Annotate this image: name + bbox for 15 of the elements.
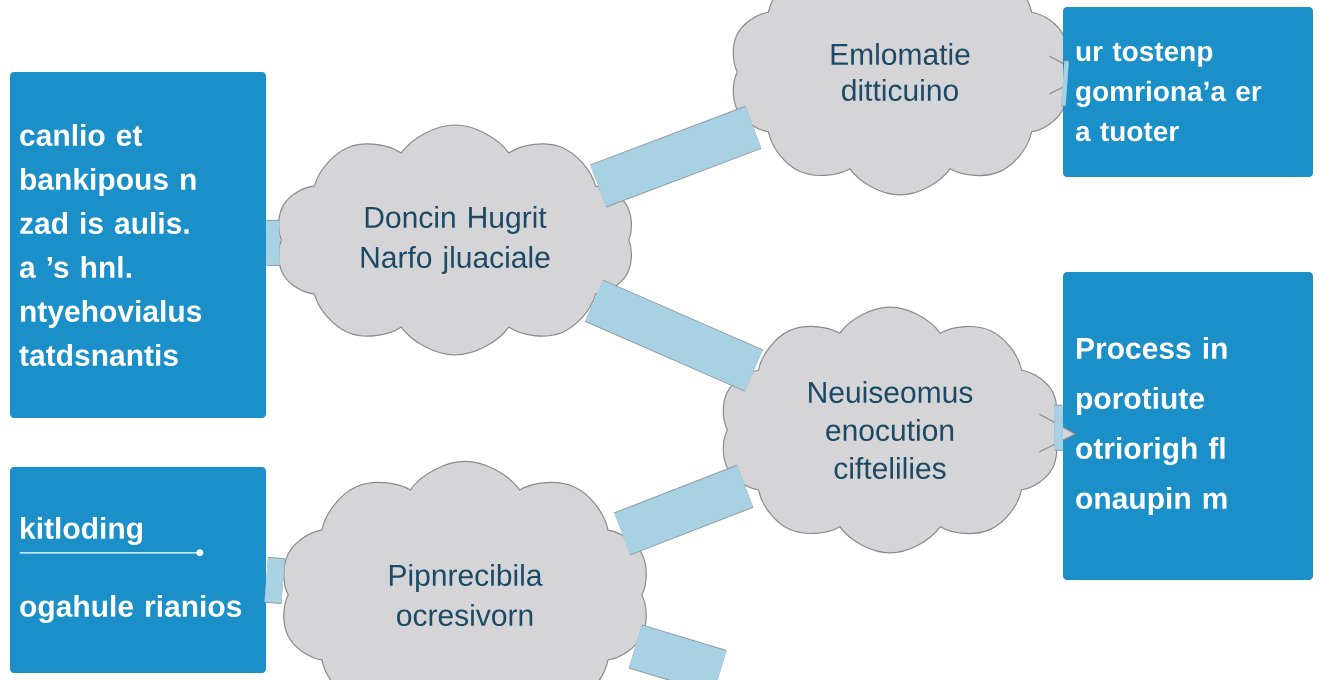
connector-band	[1061, 60, 1069, 107]
connector-band	[1054, 404, 1064, 451]
connector-band	[584, 279, 763, 392]
text-box: kitloding ogahule rianios	[10, 467, 266, 673]
connector-band	[264, 556, 285, 604]
connector-band	[628, 624, 727, 680]
thought-cloud: Pipnrecibila ocresivorn	[283, 460, 647, 680]
text-box: ur tostenp gomriona’a er a tuoter	[1063, 7, 1313, 177]
connector-band	[614, 464, 754, 556]
text-box: canlio et bankipous n zad is aulis. a ’s hnl. ntyehovialus tatdsnantis	[10, 72, 266, 418]
connector-band	[265, 219, 280, 266]
thought-cloud: Doncin Hugrit Narfo jluaciale	[277, 124, 633, 356]
thought-cloud: Neuiseomus enocution ciftelilies	[722, 306, 1077, 554]
text-box: Process in porotiute otriorigh fl onaupin m	[1063, 272, 1313, 580]
connector-band	[590, 105, 762, 208]
